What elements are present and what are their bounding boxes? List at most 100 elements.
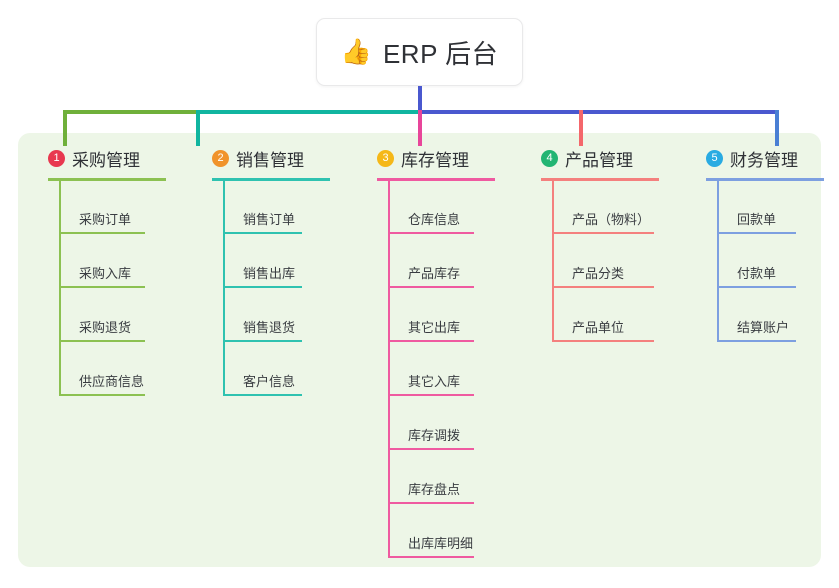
column-rule-purchase — [48, 178, 166, 181]
leaf-item-label: 产品分类 — [572, 266, 625, 281]
leaf-item-rule — [552, 286, 654, 288]
leaf-item-label: 销售退货 — [243, 320, 296, 335]
leaf-item-rule — [388, 286, 474, 288]
column-rule-finance — [706, 178, 824, 181]
indigo-segment — [418, 110, 779, 114]
leaf-item[interactable]: 库存调拨 — [388, 396, 481, 450]
number-badge-product: 4 — [541, 149, 558, 167]
leaf-item[interactable]: 供应商信息 — [59, 342, 152, 396]
trunk-connector — [418, 86, 422, 112]
leaf-item[interactable]: 销售订单 — [223, 180, 303, 234]
leaf-item-rule — [717, 286, 796, 288]
leaf-item-label: 采购订单 — [79, 212, 132, 227]
column-header-sales[interactable]: 2 销售管理 — [192, 146, 304, 170]
column-product: 4 产品管理产品（物料） 产品分类产品单位 — [521, 146, 659, 342]
leaf-item[interactable]: 采购订单 — [59, 180, 152, 234]
leaf-item-rule — [223, 340, 302, 342]
leaf-item[interactable]: 付款单 — [717, 234, 797, 288]
leaf-item-label: 客户信息 — [243, 374, 296, 389]
drop-purchase — [63, 110, 67, 146]
leaf-item-label: 产品库存 — [408, 266, 461, 281]
leaf-item-rule — [388, 556, 474, 558]
leaf-item-label: 付款单 — [737, 266, 777, 281]
thumbs-up-icon: 👍 — [340, 37, 372, 66]
leaf-item-label: 销售订单 — [243, 212, 296, 227]
column-title-purchase: 采购管理 — [72, 150, 140, 170]
column-title-product: 产品管理 — [565, 150, 633, 170]
leaf-item[interactable]: 其它入库 — [388, 342, 481, 396]
leaf-item[interactable]: 回款单 — [717, 180, 797, 234]
leaf-item-rule — [388, 394, 474, 396]
leaf-item-label: 库存盘点 — [408, 482, 461, 497]
item-list-finance: 回款单付款单结算账户 — [717, 180, 797, 342]
leaf-item-rule — [59, 286, 145, 288]
item-list-purchase: 采购订单采购入库采购退货供应商信息 — [59, 180, 152, 396]
leaf-item[interactable]: 产品（物料） — [552, 180, 658, 234]
item-list-sales: 销售订单销售出库销售退货客户信息 — [223, 180, 303, 396]
teal-segment — [196, 110, 418, 114]
number-badge-finance: 5 — [706, 149, 723, 167]
leaf-item-label: 库存调拨 — [408, 428, 461, 443]
leaf-item[interactable]: 仓库信息 — [388, 180, 481, 234]
leaf-item-rule — [223, 232, 302, 234]
leaf-item-rule — [388, 448, 474, 450]
leaf-item[interactable]: 产品分类 — [552, 234, 658, 288]
leaf-item[interactable]: 库存盘点 — [388, 450, 481, 504]
leaf-item-label: 出库库明细 — [408, 536, 474, 551]
leaf-item-rule — [388, 502, 474, 504]
leaf-item[interactable]: 销售退货 — [223, 288, 303, 342]
leaf-item-rule — [552, 232, 654, 234]
leaf-item[interactable]: 销售出库 — [223, 234, 303, 288]
leaf-item-label: 产品（物料） — [572, 212, 651, 227]
column-spine-finance — [717, 178, 719, 342]
number-badge-purchase: 1 — [48, 149, 65, 167]
column-header-purchase[interactable]: 1 采购管理 — [28, 146, 140, 170]
leaf-item[interactable]: 产品库存 — [388, 234, 481, 288]
leaf-item-rule — [388, 232, 474, 234]
leaf-item-rule — [59, 394, 145, 396]
leaf-item-label: 采购退货 — [79, 320, 132, 335]
leaf-item-label: 仓库信息 — [408, 212, 461, 227]
leaf-item[interactable]: 其它出库 — [388, 288, 481, 342]
column-rule-inventory — [377, 178, 495, 181]
column-purchase: 1 采购管理采购订单采购入库采购退货供应商信息 — [28, 146, 166, 396]
item-list-inventory: 仓库信息产品库存其它出库其它入库库存调拨库存盘点出库库明细 — [388, 180, 481, 558]
number-badge-sales: 2 — [212, 149, 229, 167]
root-node-label: ERP 后台 — [382, 38, 499, 69]
leaf-item-rule — [223, 286, 302, 288]
leaf-item-label: 其它出库 — [408, 320, 461, 335]
column-sales: 2 销售管理销售订单销售出库销售退货客户信息 — [192, 146, 330, 396]
leaf-item-label: 结算账户 — [737, 320, 790, 335]
leaf-item[interactable]: 采购退货 — [59, 288, 152, 342]
leaf-item-rule — [223, 394, 302, 396]
column-title-sales: 销售管理 — [236, 150, 304, 170]
leaf-item-rule — [59, 340, 145, 342]
leaf-item-rule — [717, 232, 796, 234]
leaf-item[interactable]: 采购入库 — [59, 234, 152, 288]
leaf-item[interactable]: 客户信息 — [223, 342, 303, 396]
column-header-product[interactable]: 4 产品管理 — [521, 146, 633, 170]
drop-finance — [775, 110, 779, 146]
leaf-item-label: 供应商信息 — [79, 374, 145, 389]
root-node-erp-backend[interactable]: 👍 ERP 后台 — [316, 18, 523, 86]
leaf-item-label: 采购入库 — [79, 266, 132, 281]
green-segment — [63, 110, 196, 114]
leaf-item-label: 产品单位 — [572, 320, 625, 335]
drop-sales — [196, 110, 200, 146]
column-spine-product — [552, 178, 554, 342]
leaf-item[interactable]: 产品单位 — [552, 288, 658, 342]
drop-inventory — [418, 110, 422, 146]
leaf-item[interactable]: 结算账户 — [717, 288, 797, 342]
column-title-inventory: 库存管理 — [401, 150, 469, 170]
item-list-product: 产品（物料） 产品分类产品单位 — [552, 180, 658, 342]
diagram-background-panel — [18, 133, 821, 567]
leaf-item-rule — [552, 340, 654, 342]
column-rule-product — [541, 178, 659, 181]
leaf-item-rule — [59, 232, 145, 234]
leaf-item[interactable]: 出库库明细 — [388, 504, 481, 558]
